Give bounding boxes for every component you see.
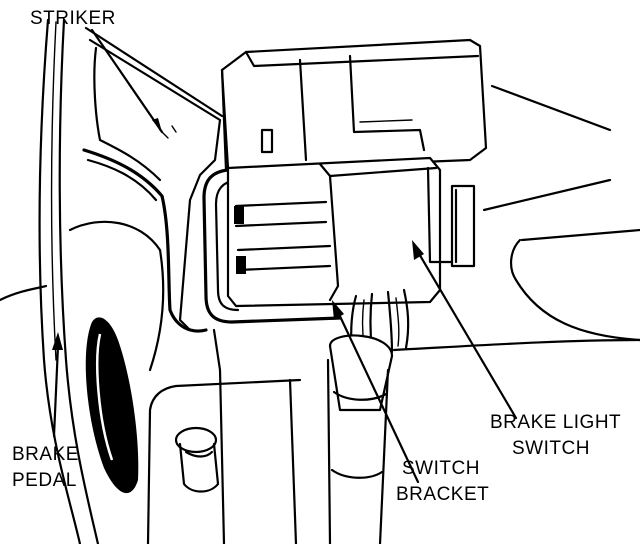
electrical-connector	[226, 156, 476, 308]
label-striker: STRIKER	[30, 8, 116, 29]
label-brake-pedal-line2: PEDAL	[12, 470, 77, 491]
bolt	[174, 426, 220, 493]
label-switch-bracket-line1: SWITCH	[402, 458, 480, 479]
switch-bracket	[202, 168, 342, 324]
leader-lines	[52, 26, 518, 484]
pushrod	[326, 334, 394, 544]
brake-pedal-arm	[0, 18, 100, 544]
pedal-support	[146, 328, 302, 544]
dash-panel	[392, 84, 640, 352]
brake-light-switch-body	[220, 38, 488, 172]
label-brake-pedal-line1: BRAKE	[12, 444, 79, 465]
label-brake-light-switch-line1: BRAKE LIGHT	[490, 412, 621, 433]
label-brake-light-switch-line2: SWITCH	[512, 438, 590, 459]
label-switch-bracket-line2: BRACKET	[396, 484, 489, 505]
striker-plate	[82, 38, 222, 333]
brake-pedal-pad	[68, 220, 165, 494]
